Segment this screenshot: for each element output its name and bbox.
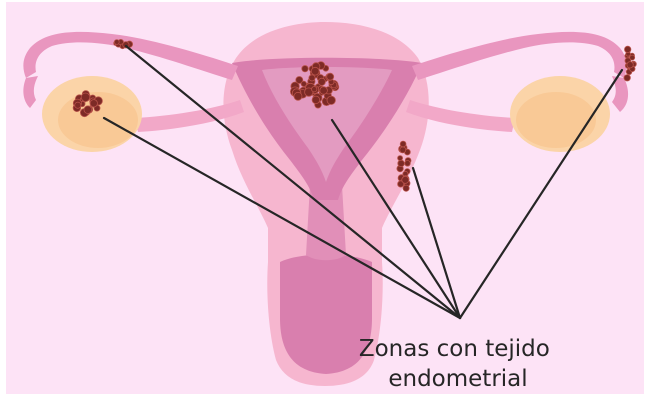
lesion-dot [309, 75, 315, 81]
lesion-dot [294, 92, 302, 100]
lesion-dot [81, 93, 90, 102]
lesion-dot [327, 73, 334, 80]
lesion-dot [312, 96, 320, 104]
lesion-dot [625, 46, 631, 52]
lesion-dot [327, 96, 335, 104]
lesion-dot [90, 100, 97, 107]
lesion-dot [402, 176, 409, 183]
lesion-dot [405, 161, 411, 167]
lesion-dot [400, 147, 406, 153]
lesion-dot [403, 185, 409, 191]
lesion-dot [318, 78, 325, 85]
lesion-dot [84, 106, 92, 114]
lesion-dot [398, 156, 403, 161]
lesion-dot [400, 141, 406, 147]
lesion-dot [302, 66, 308, 72]
lesion-dot [114, 40, 119, 45]
lesion-dot [320, 87, 328, 95]
lesion-dot [398, 160, 405, 167]
lesion-dot [301, 81, 306, 86]
caption-line-2: endometrial [388, 366, 527, 392]
lesion-dot [311, 67, 319, 75]
caption-line-1: Zonas con tejido [359, 336, 550, 362]
right-ovary-shade [516, 92, 596, 148]
lesion-dot [627, 62, 633, 68]
lesion-dot [312, 87, 317, 92]
lesion-dot [75, 102, 81, 108]
lesion-dot [624, 75, 630, 81]
